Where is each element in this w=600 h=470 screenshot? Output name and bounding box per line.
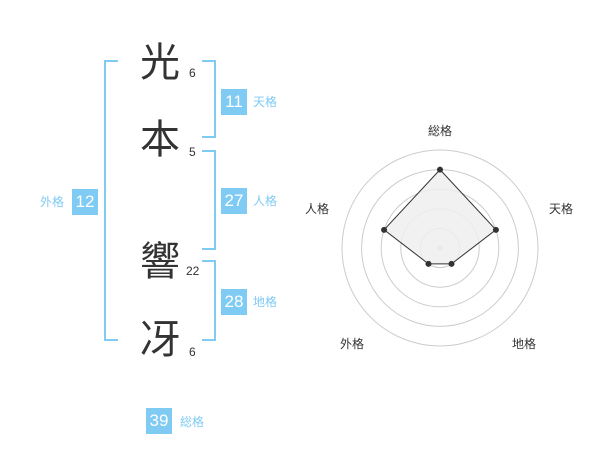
name-char-1: 光: [140, 40, 180, 86]
chikaku-label: 地格: [253, 295, 278, 309]
gaikaku-label: 外格: [40, 195, 65, 209]
name-char-2: 本: [140, 117, 180, 163]
radar-point-4: [425, 260, 432, 267]
soukaku-label: 総格: [180, 415, 205, 429]
radar-label-chikaku: 地格: [512, 337, 537, 351]
radar-point-1: [437, 166, 443, 173]
gaikaku-bracket: [104, 60, 118, 341]
jinkaku-value-badge: 27: [221, 188, 247, 214]
stroke-count-3: 22: [186, 264, 200, 278]
radar-point-3: [448, 260, 455, 267]
tenkaku-value-badge: 11: [221, 89, 247, 115]
name-char-4: 冴: [140, 317, 180, 363]
tenkaku-bracket: [202, 60, 216, 138]
tenkaku-label: 天格: [253, 95, 278, 109]
gaikaku-value-badge: 12: [72, 189, 98, 215]
jinkaku-label: 人格: [253, 194, 278, 208]
stroke-count-4: 6: [189, 345, 196, 359]
radar-label-soukaku: 総格: [428, 124, 453, 138]
radar-label-jinkaku: 人格: [305, 202, 330, 216]
radar-value-polygon: [383, 168, 497, 265]
name-char-3: 響: [140, 239, 180, 285]
radar-point-5: [381, 226, 388, 233]
radar-point-2: [492, 226, 499, 233]
chikaku-value-badge: 28: [221, 289, 247, 315]
jinkaku-bracket: [202, 150, 216, 250]
chikaku-bracket: [202, 260, 216, 341]
radar-ring-5: [341, 149, 539, 347]
radar-label-tenkaku: 天格: [549, 202, 574, 216]
stroke-count-2: 5: [189, 145, 196, 159]
stroke-count-1: 6: [189, 66, 196, 80]
fortune-radar-chart: [341, 149, 539, 347]
radar-label-gaikaku: 外格: [340, 337, 365, 351]
soukaku-value-badge: 39: [146, 408, 172, 434]
